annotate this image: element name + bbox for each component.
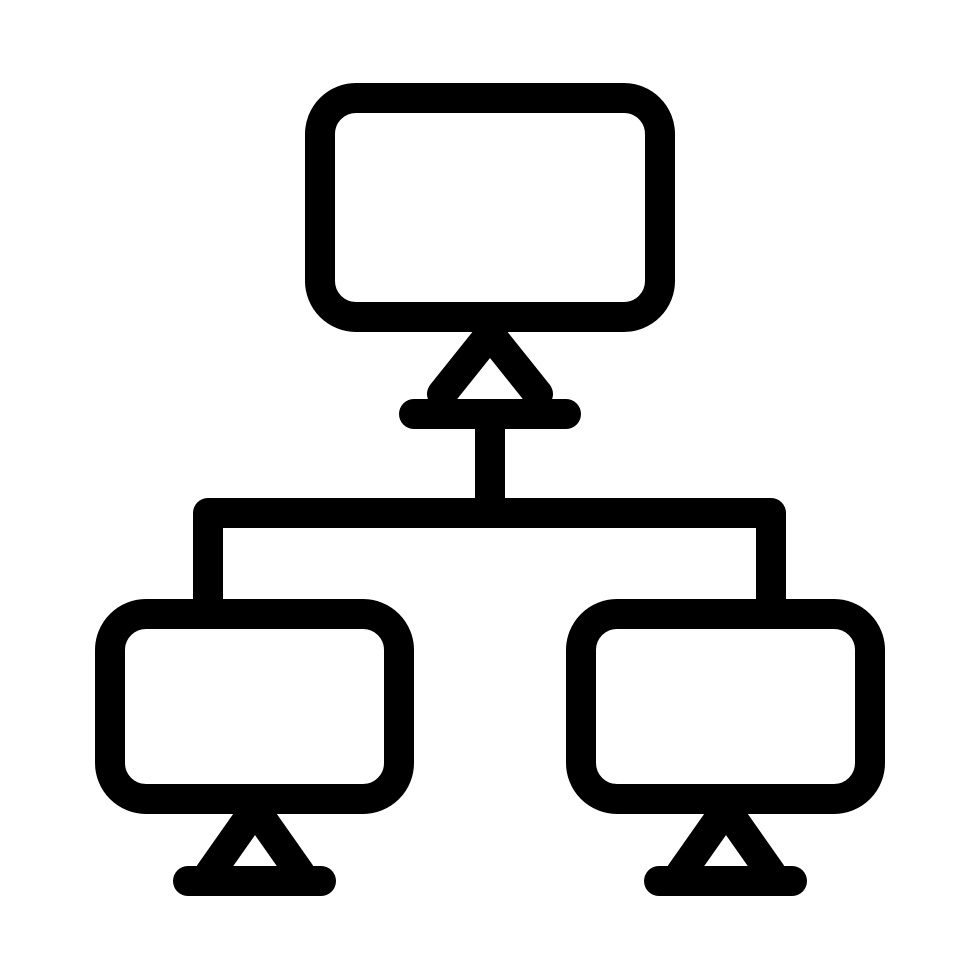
top-monitor-icon	[305, 83, 675, 429]
connector-lines	[193, 414, 786, 629]
bottom-right-monitor-icon	[566, 599, 885, 896]
bottom-left-monitor-icon	[95, 599, 414, 896]
